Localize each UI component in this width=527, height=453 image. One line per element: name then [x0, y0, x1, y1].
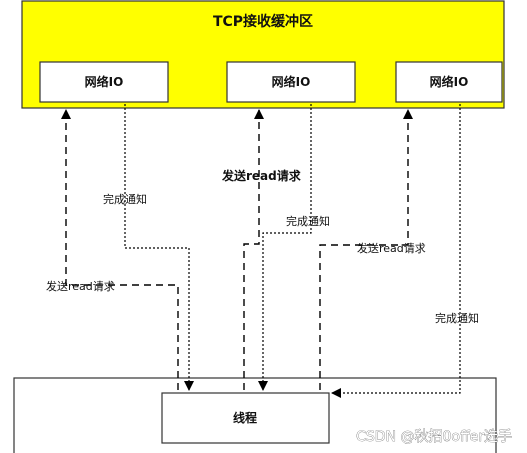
network-io-label-middle: 网络IO: [272, 74, 311, 89]
arrow-send-read-right: [319, 109, 413, 390]
arrow-send-read-left: [61, 109, 179, 390]
label-send-read-left: 发送read请求: [46, 279, 115, 293]
label-send-read-middle: 发送read请求: [221, 168, 302, 183]
label-done-middle: 完成通知: [286, 214, 330, 228]
arrow-done-left: [124, 104, 194, 391]
label-done-left: 完成通知: [103, 192, 147, 206]
thread-box: [161, 392, 330, 444]
buffer-title: TCP接收缓冲区: [213, 13, 313, 30]
thread-label: 线程: [233, 410, 257, 425]
network-io-box-right: [395, 61, 503, 103]
network-io-box-left: [39, 61, 169, 103]
label-send-read-right: 发送read请求: [357, 241, 426, 255]
label-done-right: 完成通知: [435, 311, 479, 325]
arrow-done-right: [331, 104, 461, 398]
network-io-label-right: 网络IO: [430, 74, 469, 89]
arrow-send-read-middle: [243, 109, 264, 390]
watermark: CSDN @秋招0offer选手: [356, 429, 512, 445]
network-io-box-middle: [226, 61, 356, 103]
arrow-done-middle: [258, 104, 312, 391]
network-io-label-left: 网络IO: [85, 74, 124, 89]
